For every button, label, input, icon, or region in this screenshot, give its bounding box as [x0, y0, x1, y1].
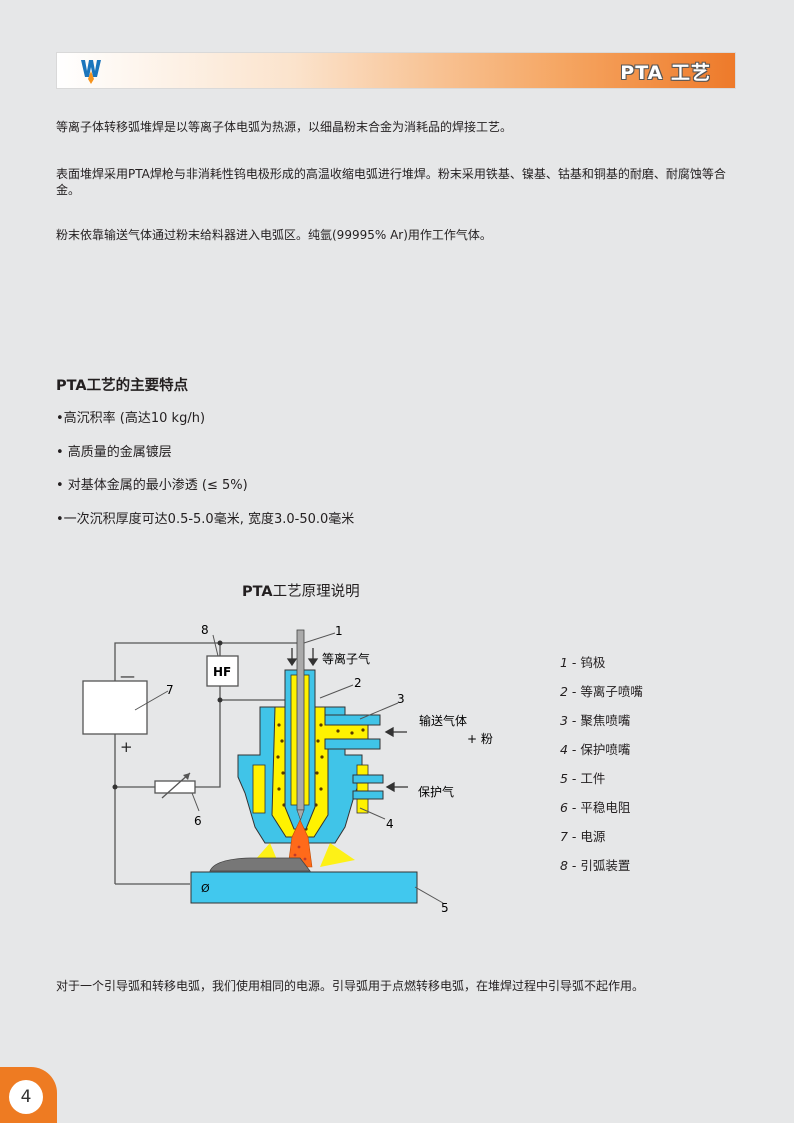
- legend-item: 8 - 引弧装置: [560, 858, 631, 873]
- diagram-title: PTA工艺原理说明: [242, 584, 360, 600]
- carrier-gas-arrow: [384, 726, 407, 738]
- header-bar: PTA 工艺: [56, 52, 736, 89]
- weld-bead: [209, 857, 311, 872]
- label-2: 2: [354, 676, 362, 690]
- plus-powder-label: + 粉: [467, 732, 493, 746]
- page-title: PTA 工艺: [620, 62, 711, 84]
- shield-gas-label: 保护气: [418, 784, 454, 799]
- page-number-tab: 4: [0, 1067, 57, 1123]
- label-7: 7: [166, 683, 174, 697]
- minus-sign: —: [120, 667, 135, 685]
- label-8: 8: [201, 623, 209, 637]
- label-1: 1: [335, 624, 343, 638]
- label-6: 6: [194, 814, 202, 828]
- plus-sign: +: [120, 738, 133, 756]
- pta-process-diagram: — + 7 6 HF 8 Ø 5 1: [82, 623, 493, 915]
- legend-item: 3 - 聚焦喷嘴: [560, 713, 631, 728]
- power-source-box: [82, 680, 148, 735]
- footer-paragraph: 对于一个引导弧和转移电弧，我们使用相同的电源。引导弧用于点燃转移电弧，在堆焊过程…: [56, 979, 645, 993]
- legend-item: 7 - 电源: [560, 829, 606, 844]
- feature-item: • 高质量的金属镀层: [56, 445, 172, 460]
- company-logo-icon: [81, 60, 101, 84]
- hf-label: HF: [213, 665, 231, 679]
- diagram-legend: 1 - 钨极 2 - 等离子喷嘴 3 - 聚焦喷嘴 4 - 保护喷嘴 5 - 工…: [560, 652, 643, 884]
- plasma-gas-arrows: [286, 648, 319, 667]
- legend-item: 1 - 钨极: [560, 655, 606, 670]
- intro-paragraph-3: 粉末依靠输送气体通过粉末给料器进入电弧区。纯氩(99995% Ar)用作工作气体…: [56, 228, 492, 242]
- label-4: 4: [386, 817, 394, 831]
- label-5: 5: [441, 901, 449, 915]
- phi-symbol: Ø: [201, 882, 210, 895]
- page-number: 4: [9, 1080, 43, 1114]
- workpiece: [190, 871, 418, 904]
- tungsten-electrode: [296, 629, 305, 811]
- feature-item: •高沉积率 (高达10 kg/h): [56, 411, 206, 426]
- legend-item: 6 - 平稳电阻: [560, 800, 631, 815]
- features-heading: PTA工艺的主要特点: [56, 378, 189, 394]
- hf-ignition-box: [206, 655, 239, 687]
- feature-item: • 对基体金属的最小渗透 (≤ 5%): [56, 478, 248, 493]
- intro-paragraph-2: 表面堆焊采用PTA焊枪与非消耗性钨电极形成的高温收缩电弧进行堆焊。粉末采用铁基、…: [56, 167, 726, 197]
- shield-gas-arrow: [385, 781, 408, 793]
- carrier-gas-label: 输送气体: [419, 713, 467, 728]
- plasma-gas-label: 等离子气: [322, 651, 370, 666]
- legend-item: 5 - 工件: [560, 771, 606, 786]
- legend-item: 2 - 等离子喷嘴: [560, 684, 643, 699]
- intro-paragraph-1: 等离子体转移弧堆焊是以等离子体电弧为热源，以细晶粉末合金为消耗品的焊接工艺。: [56, 120, 513, 134]
- legend-item: 4 - 保护喷嘴: [560, 742, 631, 757]
- feature-item: •一次沉积厚度可达0.5-5.0毫米, 宽度3.0-50.0毫米: [56, 512, 355, 527]
- label-3: 3: [397, 692, 405, 706]
